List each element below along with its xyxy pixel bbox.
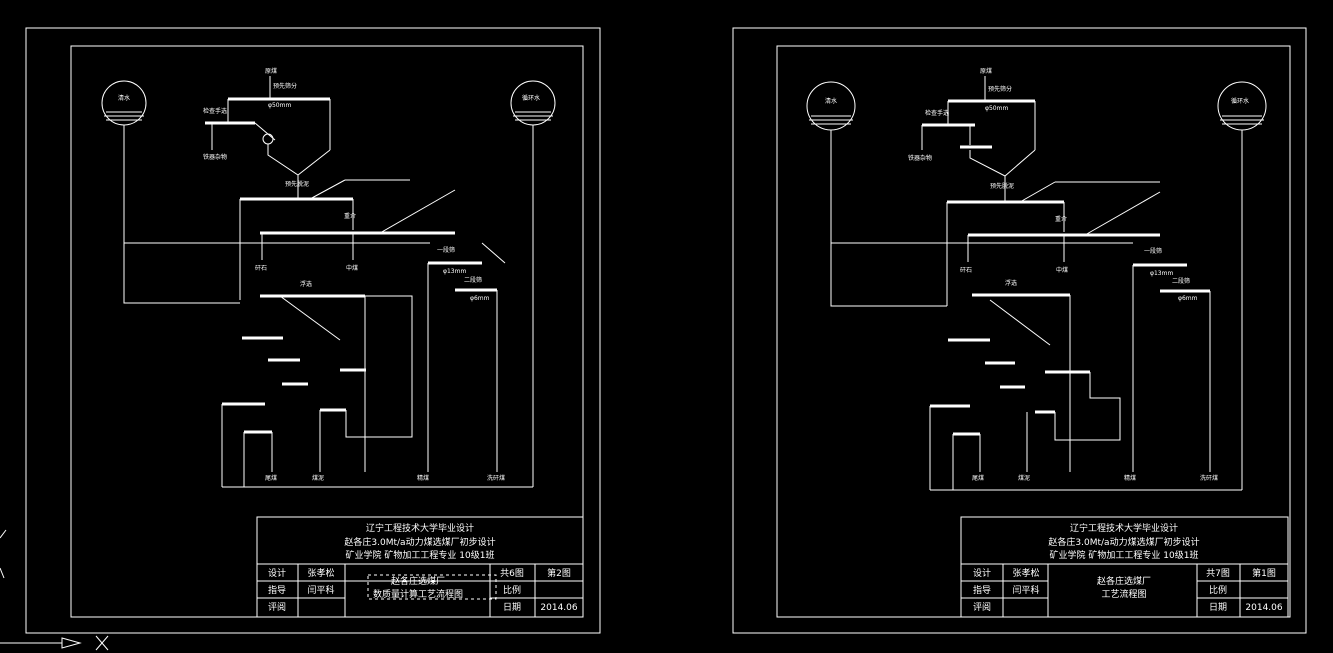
iron-label: 铁器杂物: [908, 154, 932, 162]
size13-label: φ13mm: [443, 268, 466, 275]
advisor-name: 闫平科: [307, 584, 334, 596]
designer-name: 张孝松: [1012, 567, 1039, 579]
circulating-water-tank: [510, 80, 556, 126]
scale-label: 比例: [1209, 584, 1227, 596]
screen-label: 预先筛分: [988, 85, 1012, 93]
gangue-label: 矸石: [255, 265, 267, 272]
dense-label: 重介: [344, 212, 356, 220]
design-label: 设计: [268, 567, 286, 579]
crusher-icon: [262, 133, 274, 145]
total-sheets: 共6图: [500, 568, 524, 579]
float-label: 浮选: [300, 280, 312, 288]
slime-label: 煤泥: [1018, 474, 1030, 482]
slime-label: 煤泥: [312, 474, 324, 482]
clear-water-tank: [101, 80, 147, 126]
designer-name: 张孝松: [307, 567, 334, 579]
project-title: 赵各庄3.0Mt/a动力煤选煤厂初步设计: [344, 536, 495, 548]
size6-label: φ6mm: [1178, 295, 1198, 302]
raw-coal-label: 原煤: [980, 67, 992, 75]
sheet-1-inner-frame: [70, 45, 584, 618]
desliming-label: 预先脱泥: [990, 182, 1014, 190]
gangue-label: 矸石: [960, 267, 972, 274]
primary-screen-label: 一段筛: [437, 246, 455, 254]
project-title: 赵各庄3.0Mt/a动力煤选煤厂初步设计: [1048, 536, 1199, 548]
dense-label: 重介: [1055, 215, 1067, 223]
pit-label: 洗矸煤: [487, 474, 505, 482]
class-title: 矿业学院 矿物加工工程专业 10级1班: [346, 549, 495, 561]
sheet-1: 清水 循环水 原煤 预先筛分 φ50mm 检查手选 铁器杂物 预先脱泥: [25, 27, 601, 634]
sheet-number: 第2图: [547, 567, 571, 579]
date-label: 日期: [1209, 602, 1227, 613]
middle-label: 中煤: [1056, 266, 1068, 274]
sheet-1-outer-frame: [25, 27, 601, 634]
scale-label: 比例: [503, 584, 521, 596]
hand-pick-label: 检查手选: [203, 107, 227, 115]
design-label: 设计: [973, 567, 991, 579]
primary-screen-label: 一段筛: [1144, 247, 1162, 255]
class-title: 矿业学院 矿物加工工程专业 10级1班: [1050, 549, 1199, 561]
pit-label: 洗矸煤: [1200, 474, 1218, 482]
sheet-2-inner-frame: [776, 45, 1291, 618]
date-value: 2014.06: [540, 603, 577, 613]
tank-label: 循环水: [522, 94, 540, 102]
date-label: 日期: [503, 602, 521, 613]
sheet-1-flowsheet: 清水 循环水 原煤 预先筛分 φ50mm 检查手选 铁器杂物 预先脱泥: [101, 67, 556, 488]
clear-water-tank: [806, 81, 856, 131]
guide-label: 指导: [268, 584, 286, 596]
iron-label: 铁器杂物: [203, 153, 227, 161]
university-title: 辽宁工程技术大学毕业设计: [1070, 522, 1178, 534]
middle-label: 中煤: [346, 264, 358, 272]
drawing-name-line-1: 赵各庄选煤厂: [391, 575, 445, 587]
guide-label: 指导: [973, 584, 991, 596]
screen-label: 预先筛分: [273, 82, 297, 90]
raw-coal-label: 原煤: [265, 67, 277, 75]
advisor-name: 闫平科: [1012, 584, 1039, 596]
ucs-axis-icon: [0, 529, 109, 651]
review-label: 评阅: [268, 602, 286, 613]
float-label: 浮选: [1005, 279, 1017, 287]
sheet-2: 清水 循环水 原煤 预先筛分 φ50mm 检查手选 铁器杂物 预先脱泥: [732, 27, 1307, 634]
sheet-1-title-block: 辽宁工程技术大学毕业设计 赵各庄3.0Mt/a动力煤选煤厂初步设计 矿业学院 矿…: [256, 516, 584, 618]
tail-label: 尾煤: [972, 474, 984, 482]
drawing-name-line-2: 数质量计算工艺流程图: [373, 588, 463, 600]
total-sheets: 共7图: [1206, 568, 1230, 579]
size-label: φ50mm: [985, 105, 1008, 112]
secondary-screen-label: 二段筛: [464, 276, 482, 284]
date-value: 2014.06: [1245, 603, 1282, 613]
clean-label: 精煤: [417, 474, 429, 482]
sheet-number: 第1图: [1252, 567, 1276, 579]
desliming-label: 预先脱泥: [285, 180, 309, 188]
tank-label: 循环水: [1231, 97, 1249, 105]
review-label: 评阅: [973, 602, 991, 613]
size-label: φ50mm: [268, 102, 291, 109]
circulating-water-tank: [1217, 81, 1267, 131]
tank-label: 清水: [118, 94, 130, 102]
size6-label: φ6mm: [470, 295, 490, 302]
sheet-2-title-block: 辽宁工程技术大学毕业设计 赵各庄3.0Mt/a动力煤选煤厂初步设计 矿业学院 矿…: [960, 516, 1289, 618]
drawing-name-line-2: 工艺流程图: [1101, 588, 1146, 600]
sheet-2-flowsheet: 清水 循环水 原煤 预先筛分 φ50mm 检查手选 铁器杂物 预先脱泥: [806, 67, 1267, 491]
tail-label: 尾煤: [265, 474, 277, 482]
university-title: 辽宁工程技术大学毕业设计: [366, 522, 474, 534]
secondary-screen-label: 二段筛: [1172, 277, 1190, 285]
size13-label: φ13mm: [1150, 270, 1173, 277]
clean-label: 精煤: [1124, 474, 1136, 482]
sheet-2-outer-frame: [732, 27, 1307, 634]
hand-pick-label: 检查手选: [925, 109, 949, 117]
drawing-name-line-1: 赵各庄选煤厂: [1097, 575, 1151, 587]
tank-label: 清水: [825, 97, 837, 105]
